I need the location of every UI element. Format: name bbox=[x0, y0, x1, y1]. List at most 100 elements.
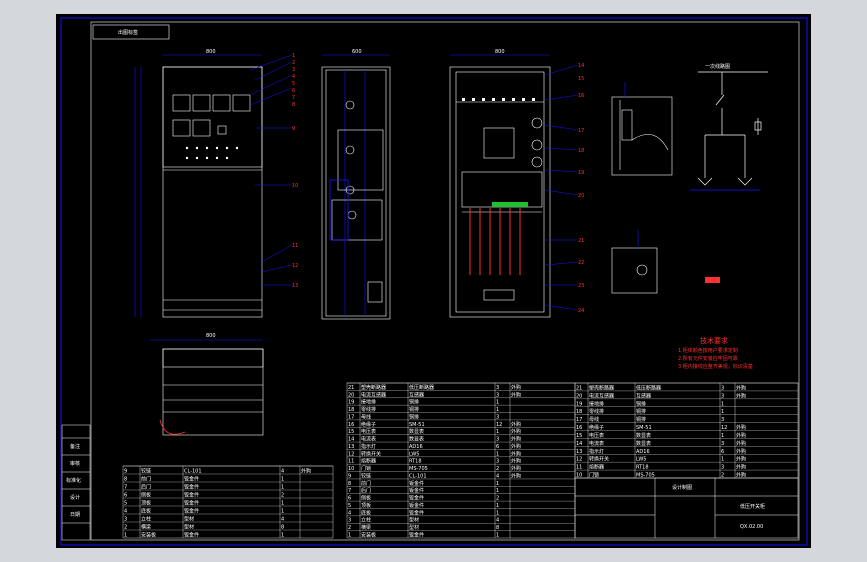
bom-cell: 2 bbox=[281, 493, 284, 499]
bom-cell: 3 bbox=[496, 459, 499, 465]
left-stamp-0: 备注 bbox=[70, 443, 80, 450]
bom-cell: 钣金件 bbox=[184, 532, 199, 539]
bom-cell: 电流表 bbox=[589, 440, 604, 447]
bom-cell: 绝缘子 bbox=[361, 421, 376, 428]
detail-view-a bbox=[611, 82, 673, 176]
bom-cell: 安装板 bbox=[141, 532, 156, 539]
bom-cell: 接地排 bbox=[589, 400, 604, 407]
bom-cell: 互感器 bbox=[409, 391, 424, 398]
outer-frame bbox=[60, 17, 808, 546]
back-ground-bar bbox=[492, 202, 528, 207]
svg-text:11: 11 bbox=[292, 243, 298, 249]
bom-cell: 母线 bbox=[361, 413, 371, 420]
bom-cell: 12 bbox=[576, 457, 582, 463]
bom-cell: RT18 bbox=[636, 465, 649, 471]
one-line-title: 一次线路图 bbox=[705, 63, 730, 70]
bom-cell: 4 bbox=[496, 473, 499, 479]
bom-cell: 6 bbox=[721, 449, 724, 455]
svg-text:15: 15 bbox=[578, 76, 584, 82]
bom-cell: 型材 bbox=[409, 517, 419, 524]
bom-cell: 3 bbox=[496, 437, 499, 443]
bom-cell: 5 bbox=[124, 501, 127, 507]
bom-cell: CL-101 bbox=[409, 473, 427, 479]
back-width-dim: 800 bbox=[495, 49, 505, 55]
bom-cell: 1 bbox=[721, 433, 724, 439]
bom-cell: 15 bbox=[348, 429, 354, 435]
bom-cell: 电流互感器 bbox=[361, 391, 386, 398]
svg-text:3: 3 bbox=[292, 67, 295, 73]
top-width-dim: 800 bbox=[206, 333, 216, 339]
bom-cell: 19 bbox=[576, 401, 582, 407]
bom-cell: 顶板 bbox=[141, 500, 151, 507]
bom-cell: 侧板 bbox=[361, 495, 371, 502]
bom-cell: 横梁 bbox=[361, 524, 371, 531]
bom-cell: 钣金件 bbox=[409, 532, 424, 539]
bom-cell: 18 bbox=[348, 407, 354, 413]
bom-cell: 型材 bbox=[184, 524, 194, 531]
tech-req-2: 2.所有元件安装应牢固可靠 bbox=[678, 355, 738, 362]
bom-cell: 零线排 bbox=[589, 408, 604, 415]
bom-cell: CL-101 bbox=[184, 469, 202, 475]
bom-cell: 前门 bbox=[141, 476, 151, 483]
bom-cell: SM-51 bbox=[409, 422, 425, 428]
bom-cell: 1 bbox=[124, 533, 127, 539]
svg-text:7: 7 bbox=[292, 95, 295, 101]
bom-cell: 外购 bbox=[736, 448, 746, 455]
bom-cell: 20 bbox=[348, 392, 354, 398]
bom-cell: 外购 bbox=[736, 456, 746, 463]
bom-cell: 横梁 bbox=[141, 524, 151, 531]
bom-cell: 8 bbox=[348, 481, 351, 487]
front-width-dim: 800 bbox=[206, 49, 216, 55]
bom-cell: 转换开关 bbox=[361, 450, 381, 457]
bom-cell: 1 bbox=[496, 407, 499, 413]
bom-cell: 底板 bbox=[361, 509, 371, 516]
bom-cell: 8 bbox=[281, 525, 284, 531]
bom-cell: 铜排 bbox=[636, 416, 646, 423]
bom-cell: 外购 bbox=[736, 440, 746, 447]
svg-text:12: 12 bbox=[292, 263, 298, 269]
bom-cell: 铜排 bbox=[409, 406, 419, 413]
bom-cell: 外购 bbox=[511, 428, 521, 435]
bom-cell: 电流互感器 bbox=[589, 392, 614, 399]
bom-cell: 钣金件 bbox=[184, 500, 199, 507]
bom-cell: 铰链 bbox=[361, 472, 371, 479]
bom-cell: 19 bbox=[348, 400, 354, 406]
svg-text:16: 16 bbox=[578, 93, 584, 99]
svg-text:1: 1 bbox=[292, 53, 295, 59]
bom-cell: 外购 bbox=[511, 384, 521, 391]
bom-cell: 钣金件 bbox=[184, 484, 199, 491]
bom-cell: 外购 bbox=[511, 436, 521, 443]
svg-text:23: 23 bbox=[578, 283, 584, 289]
bom-cell: 16 bbox=[576, 425, 582, 431]
bom-cell: 14 bbox=[576, 441, 582, 447]
bom-cell: 电流表 bbox=[361, 436, 376, 443]
bom-cell: LW5 bbox=[636, 457, 646, 463]
title-label: 出图标签 bbox=[118, 29, 138, 36]
bom-cell: 2 bbox=[124, 525, 127, 531]
bom-cell: 外购 bbox=[736, 432, 746, 439]
bom-cell: 安装板 bbox=[361, 532, 376, 539]
bom-cell: 数显表 bbox=[636, 440, 651, 447]
company-line: 设计制图 bbox=[672, 484, 692, 491]
bom-cell: 1 bbox=[496, 400, 499, 406]
svg-text:4: 4 bbox=[292, 74, 295, 80]
bom-cell: 4 bbox=[348, 510, 351, 516]
bom-cell: 12 bbox=[496, 422, 502, 428]
bom-cell: 1 bbox=[496, 429, 499, 435]
svg-text:6: 6 bbox=[292, 88, 295, 94]
left-stamp-3: 设计 bbox=[70, 494, 80, 501]
bom-cell: 2 bbox=[496, 466, 499, 472]
bom-cell: AD16 bbox=[636, 449, 650, 455]
svg-text:2: 2 bbox=[292, 60, 295, 66]
title-label-box bbox=[92, 24, 170, 40]
bom-cell: 外购 bbox=[511, 421, 521, 428]
bom-cell: 外购 bbox=[736, 384, 746, 391]
bom-cell: 钣金件 bbox=[184, 476, 199, 483]
bom-cell: 数显表 bbox=[409, 428, 424, 435]
drawing-number: QX.02.00 bbox=[740, 524, 763, 530]
bom-cell: 2 bbox=[721, 473, 724, 479]
bom-cell: 3 bbox=[348, 518, 351, 524]
bom-cell: 低压断路器 bbox=[409, 384, 434, 391]
